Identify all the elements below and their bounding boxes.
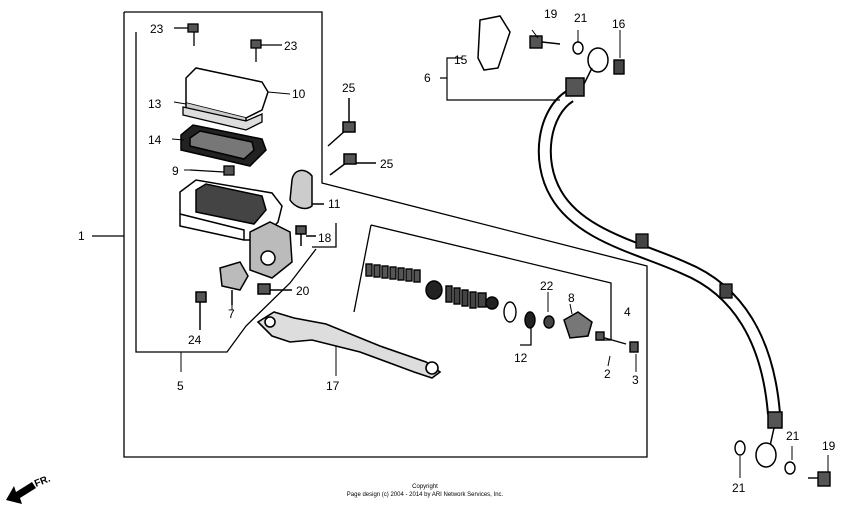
callout-14: 14: [148, 133, 162, 147]
callout-19-b: 19: [822, 439, 836, 453]
callout-6: 6: [424, 71, 431, 85]
callout-1: 1: [78, 229, 85, 243]
screw-24: [195, 291, 207, 330]
piston: [425, 280, 499, 310]
copyright-line-1: Copyright: [412, 484, 438, 490]
front-arrow: FR.: [6, 473, 52, 504]
washer-12-22: [503, 301, 555, 329]
plate-13: [182, 106, 263, 131]
callout-19-a: 19: [544, 7, 558, 21]
callout-8: 8: [568, 291, 575, 305]
switch-7: [219, 261, 249, 305]
master-cylinder-body: [179, 179, 293, 279]
cover-15: [477, 15, 511, 71]
callout-12: 12: [514, 351, 528, 365]
bolt-25a: [327, 98, 356, 147]
nut-20: [257, 283, 292, 295]
callout-20: 20: [296, 284, 310, 298]
callout-23-a: 23: [150, 22, 164, 36]
callout-17: 17: [326, 379, 340, 393]
callout-15: 15: [454, 53, 468, 67]
callout-21-a: 21: [574, 11, 588, 25]
callout-25-b: 25: [380, 157, 394, 171]
callout-23-b: 23: [284, 39, 298, 53]
callout-24: 24: [188, 333, 202, 347]
callout-13: 13: [148, 97, 162, 111]
hose-fitting-top: [565, 47, 609, 97]
washer-21-top: [572, 41, 584, 55]
piston-spring: [365, 263, 421, 283]
diaphragm-14: [180, 124, 267, 167]
clip-16: [613, 59, 625, 75]
bolt-9: [189, 165, 235, 176]
lever-17: [256, 311, 442, 379]
assembly-outline: [123, 11, 648, 458]
screw-23a: [174, 23, 199, 46]
bolt-19-bottom: [808, 471, 831, 487]
callout-9: 9: [172, 164, 179, 178]
callout-16: 16: [612, 17, 626, 31]
holder-11: [289, 169, 324, 210]
bolt-25b: [329, 153, 376, 176]
callout-18: 18: [318, 231, 332, 245]
washer-21-bottom-a: [734, 440, 746, 456]
washer-21-bottom-b: [784, 461, 796, 475]
boot-8: [563, 311, 593, 339]
callout-25-a: 25: [342, 81, 356, 95]
callout-4: 4: [624, 305, 631, 319]
hose-fitting-bottom: [755, 411, 783, 468]
callout-21-c: 21: [732, 481, 746, 495]
callout-5: 5: [177, 379, 184, 393]
callout-2: 2: [604, 367, 611, 381]
callout-10: 10: [292, 87, 306, 101]
copyright-line-2: Page design (c) 2004 - 2014 by ARI Netwo…: [347, 492, 504, 498]
leader-lines: [171, 29, 829, 478]
callout-3: 3: [632, 373, 639, 387]
push-rod-2-3: [595, 331, 639, 353]
callout-7: 7: [228, 307, 235, 321]
front-label: FR.: [33, 473, 52, 489]
bolt-19-top: [529, 35, 561, 49]
bracket-5: [135, 32, 317, 353]
callout-22: 22: [540, 279, 554, 293]
callout-11: 11: [328, 197, 341, 211]
screw-23b: [250, 39, 282, 62]
pivot-bolt-18: [295, 225, 316, 246]
callout-21-b: 21: [786, 429, 800, 443]
brake-hose-6: [537, 90, 781, 415]
